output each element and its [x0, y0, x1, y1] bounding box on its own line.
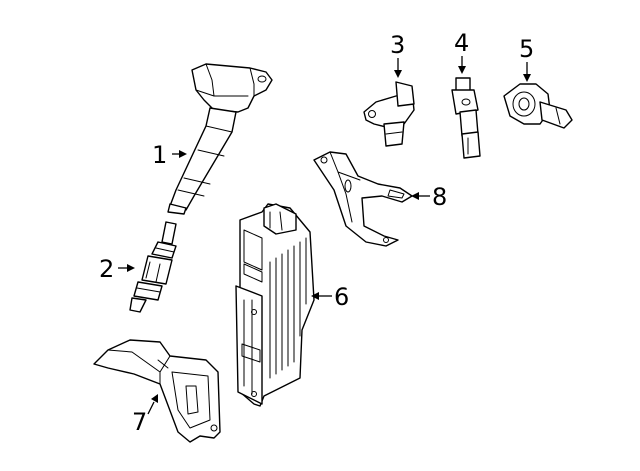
engine-control-module [235, 203, 315, 407]
callout-label-2: 2 [99, 255, 114, 283]
callout-label-7: 7 [132, 408, 147, 436]
callout-3 [394, 58, 402, 78]
callout-4 [458, 56, 466, 74]
lower-bracket [93, 339, 221, 443]
callout-7 [147, 394, 158, 415]
ignition-coil [167, 63, 273, 215]
callout-label-1: 1 [152, 141, 167, 169]
callout-label-3: 3 [390, 31, 405, 59]
callout-5 [523, 62, 531, 82]
upper-bracket [313, 151, 413, 247]
callout-8 [411, 192, 430, 200]
crankshaft-sensor [451, 77, 481, 159]
callout-label-8: 8 [432, 183, 447, 211]
camshaft-sensor [363, 81, 415, 147]
callout-label-6: 6 [334, 283, 349, 311]
spark-plug [129, 221, 177, 313]
callout-label-4: 4 [454, 29, 469, 57]
callout-2 [118, 264, 135, 272]
callout-6 [311, 292, 332, 300]
knock-sensor [503, 83, 573, 129]
callout-label-5: 5 [519, 35, 534, 63]
callout-1 [172, 150, 187, 158]
